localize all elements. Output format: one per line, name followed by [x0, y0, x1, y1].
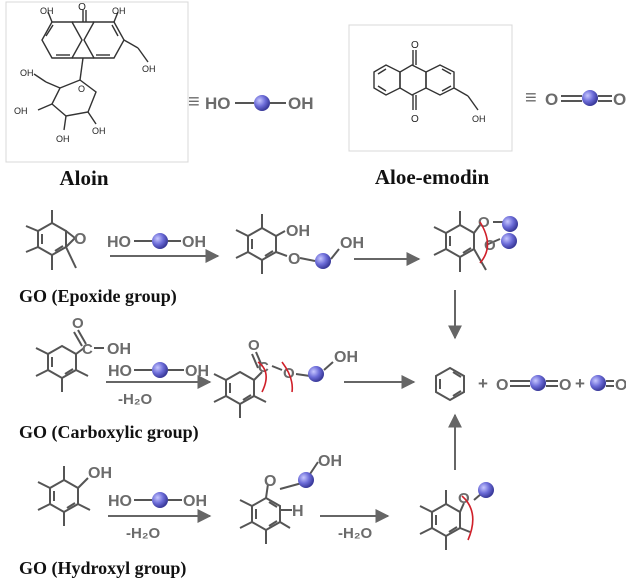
carboxylic-o-top: O	[72, 315, 84, 332]
carboxylic-plus-2: +	[575, 374, 585, 393]
carboxylic-cleavage-mark-1	[257, 361, 267, 393]
epoxide-label: GO (Epoxide group)	[19, 286, 177, 307]
carboxylic-label: GO (Carboxylic group)	[19, 422, 199, 443]
epoxide-reagent-bead	[152, 233, 168, 249]
carboxylic-condition: -H₂O	[118, 391, 152, 408]
epoxide-product: O O	[433, 211, 518, 272]
aloin-structure-box: O OH OH OH O OH OH OH OH	[5, 1, 189, 163]
hydroxyl-prod-bead	[478, 482, 494, 498]
aloin-oh-2: OH	[112, 6, 126, 16]
aloin-oh-5: OH	[14, 106, 28, 116]
carboxylic-cleavage-mark-2	[281, 361, 294, 393]
hydroxyl-int-h: H	[292, 503, 304, 520]
hydroxyl-reagent-bead	[152, 492, 168, 508]
epoxide-int-tail-oh: OH	[340, 235, 364, 252]
carboxylic-gas-o-cut: O	[615, 377, 626, 394]
hydroxyl-label: GO (Hydroxyl group)	[19, 558, 186, 579]
aloe-emodin-glyph-bead	[582, 90, 598, 106]
hydroxyl-reagent: HO OH	[108, 492, 207, 510]
epoxide-intermediate: OH O OH	[235, 214, 364, 274]
epoxide-prod-o1: O	[478, 214, 490, 231]
hydroxyl-reactant: OH	[37, 465, 112, 526]
epoxide-reagent-ho: HO	[107, 234, 131, 251]
epoxide-cleavage-mark	[479, 221, 489, 264]
aloe-emodin-structure-box: O O OH	[348, 24, 513, 152]
hydroxyl-product: O	[419, 482, 494, 550]
gas-products: + O O + O	[478, 374, 626, 394]
hydroxyl-condition: -H₂O	[126, 525, 160, 542]
hydroxyl-cleavage-mark	[461, 495, 474, 541]
hydroxyl-int-bead	[298, 472, 314, 488]
carboxylic-oh: OH	[107, 341, 131, 358]
aloin-ketone-o: O	[78, 2, 86, 13]
aloe-emodin-o-bottom: O	[411, 114, 419, 125]
epoxide-prod-bead-1	[502, 216, 518, 232]
aloin-glyph-bead	[254, 95, 270, 111]
aloin-oh-4: OH	[20, 68, 34, 78]
epoxide-prod-bead-2	[501, 233, 517, 249]
hydroxyl-reagent-oh: OH	[183, 493, 207, 510]
aloe-emodin-title: Aloe-emodin	[375, 165, 490, 189]
carboxylic-reactant: O C OH	[35, 315, 131, 392]
aloe-emodin-rings	[373, 50, 479, 111]
hydroxyl-oh: OH	[88, 465, 112, 482]
carboxylic-reagent-ho: HO	[108, 363, 132, 380]
epoxide-int-bead	[315, 253, 331, 269]
hydroxyl-int-tail-oh: OH	[318, 453, 342, 470]
aloin-oh-7: OH	[92, 126, 106, 136]
aloin-equiv-sign: ≡	[188, 91, 200, 113]
carboxylic-int-bead	[308, 366, 324, 382]
hydroxyl-intermediate: O OH H	[239, 453, 342, 544]
carboxylic-gas-bead-1	[530, 375, 546, 391]
aloin-glucose-ring	[33, 73, 97, 131]
carboxylic-reagent-bead	[152, 362, 168, 378]
aloe-emodin-o-top: O	[411, 40, 419, 51]
aloin-oh-3: OH	[142, 64, 156, 74]
carboxylic-gas-o-left: O	[496, 377, 508, 394]
graphene-product	[435, 366, 465, 402]
aloe-emodin-glyph-o-left: O	[545, 90, 558, 109]
aloin-oh-6: OH	[56, 134, 70, 144]
epoxide-reagent: HO OH	[107, 233, 206, 251]
carboxylic-reagent: HO OH	[108, 362, 209, 380]
aloin-box-border	[5, 1, 189, 163]
aloin-glyph-oh: OH	[288, 94, 314, 113]
aloin-title: Aloin	[59, 166, 108, 190]
epoxide-reactant: O	[25, 210, 86, 270]
aloe-emodin-box-border	[348, 24, 513, 152]
aloe-emodin-oh: OH	[472, 114, 486, 124]
hydroxyl-condition-2: -H₂O	[338, 525, 372, 542]
epoxide-ring-o: O	[74, 231, 86, 248]
carboxylic-int-o-top: O	[248, 337, 260, 354]
aloe-emodin-glyph-o-right: O	[613, 90, 626, 109]
aloe-emodin-equiv-sign: ≡	[525, 87, 537, 109]
carboxylic-gas-bead-2	[590, 375, 606, 391]
epoxide-reagent-oh: OH	[182, 234, 206, 251]
hydroxyl-int-o: O	[264, 473, 276, 490]
carboxylic-intermediate: O C O OH	[213, 337, 358, 418]
epoxide-int-o: O	[288, 251, 300, 268]
aloin-glyph-ho: HO	[205, 94, 231, 113]
aloe-emodin-glyph: ≡ O O	[525, 87, 626, 109]
hydroxyl-reagent-ho: HO	[108, 493, 132, 510]
carboxylic-c: C	[82, 341, 93, 358]
carboxylic-reagent-oh: OH	[185, 363, 209, 380]
epoxide-int-oh: OH	[286, 223, 310, 240]
carboxylic-plus-1: +	[478, 374, 488, 393]
carboxylic-gas-o-right: O	[559, 377, 571, 394]
carboxylic-int-tail-oh: OH	[334, 349, 358, 366]
aloin-ring-o: O	[78, 84, 85, 94]
aloin-anthrone-rings	[41, 10, 149, 81]
aloin-glyph: ≡ HO OH	[188, 91, 314, 113]
aloin-oh-1: OH	[40, 6, 54, 16]
